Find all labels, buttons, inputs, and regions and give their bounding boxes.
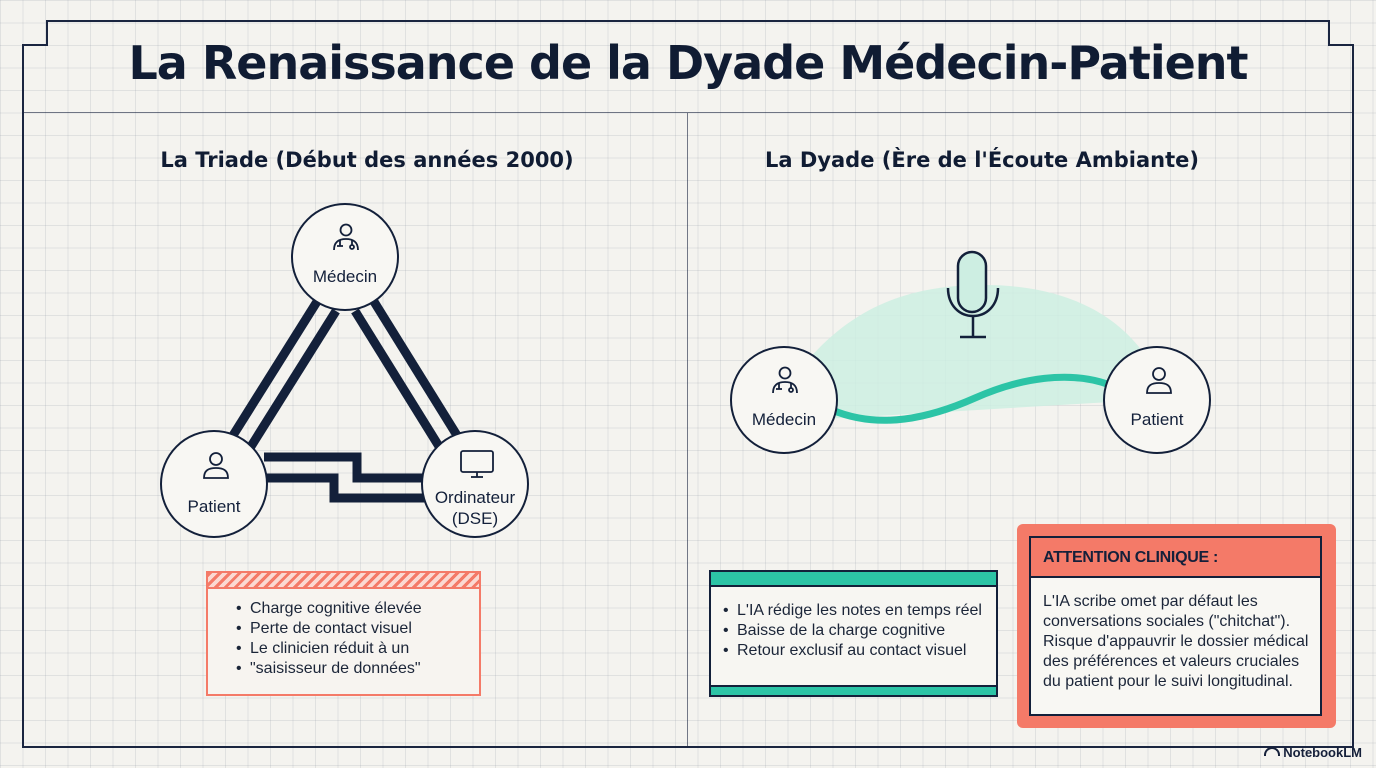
triad-computer-label-2: (DSE) xyxy=(451,509,499,528)
frame-notch-tl xyxy=(22,44,48,46)
list-item: Le clinicien réduit à un xyxy=(228,639,479,659)
triad-summary-box: Charge cognitive élevée Perte de contact… xyxy=(206,571,481,696)
person-icon xyxy=(203,452,229,479)
branding: NotebookLM xyxy=(1264,745,1362,760)
triad-computer-label-1: Ordinateur xyxy=(434,488,516,507)
branding-label: NotebookLM xyxy=(1283,745,1362,760)
microphone-icon xyxy=(946,250,1000,339)
triad-patient-node: Patient xyxy=(160,430,268,538)
frame-left xyxy=(22,44,24,748)
frame-notch-tr-v xyxy=(1328,20,1330,46)
alert-line: conversations sociales ("chitchat"). xyxy=(1043,613,1291,630)
dyad-summary-box: L'IA rédige les notes en temps réel Bais… xyxy=(709,570,998,697)
list-item: Baisse de la charge cognitive xyxy=(715,621,996,641)
person-icon xyxy=(1146,367,1172,394)
dyad-doctor-node: Médecin xyxy=(730,346,838,454)
frame-notch-tr xyxy=(1328,44,1354,46)
ambient-halo xyxy=(808,285,1145,420)
triad-doctor-node: Médecin xyxy=(291,203,399,311)
alert-body: L'IA scribe omet par défaut les conversa… xyxy=(1031,578,1320,692)
alert-title: ATTENTION CLINIQUE : xyxy=(1043,549,1219,566)
teal-header-bar xyxy=(711,572,996,587)
panel-divider xyxy=(687,113,688,747)
frame-bottom xyxy=(22,746,1354,748)
left-panel-heading: La Triade (Début des années 2000) xyxy=(160,148,574,172)
list-item: Perte de contact visuel xyxy=(228,619,479,639)
frame-notch-tl-v xyxy=(46,20,48,46)
right-panel-heading: La Dyade (Ère de l'Écoute Ambiante) xyxy=(765,148,1199,172)
monitor-icon xyxy=(460,450,494,478)
alert-line: Risque d'appauvrir le dossier médical xyxy=(1043,633,1309,650)
triad-patient-label: Patient xyxy=(187,497,241,516)
dyad-bullets: L'IA rédige les notes en temps réel Bais… xyxy=(715,601,996,661)
triad-computer-node: Ordinateur (DSE) xyxy=(421,430,529,538)
alert-line: L'IA scribe omet par défaut les xyxy=(1043,593,1258,610)
clinical-alert-inner: ATTENTION CLINIQUE : L'IA scribe omet pa… xyxy=(1029,536,1322,716)
list-item: "saisisseur de données" xyxy=(228,659,479,679)
dyad-patient-label: Patient xyxy=(1130,410,1184,429)
alert-line: du patient pour le suivi longitudinal. xyxy=(1043,673,1293,690)
notebooklm-logo-icon xyxy=(1264,747,1281,756)
teal-wave xyxy=(828,373,1114,424)
hatched-header xyxy=(208,573,479,589)
dyad-patient-node: Patient xyxy=(1103,346,1211,454)
alert-title-bar: ATTENTION CLINIQUE : xyxy=(1031,538,1320,578)
doctor-icon xyxy=(333,223,359,251)
doctor-icon xyxy=(772,366,798,394)
frame-right xyxy=(1352,44,1354,748)
teal-footer-bar xyxy=(711,685,996,695)
triad-doctor-label: Médecin xyxy=(312,267,378,286)
list-item: Charge cognitive élevée xyxy=(228,599,479,619)
alert-line: des préférences et valeurs cruciales xyxy=(1043,653,1300,670)
frame-top xyxy=(48,20,1328,22)
header-divider xyxy=(22,112,1354,113)
list-item: Retour exclusif au contact visuel xyxy=(715,641,996,661)
clinical-alert-box: ATTENTION CLINIQUE : L'IA scribe omet pa… xyxy=(1017,524,1336,728)
dyad-doctor-label: Médecin xyxy=(751,410,817,429)
page-title: La Renaissance de la Dyade Médecin-Patie… xyxy=(128,36,1248,90)
triad-bullets: Charge cognitive élevée Perte de contact… xyxy=(228,599,479,679)
list-item: L'IA rédige les notes en temps réel xyxy=(715,601,996,621)
